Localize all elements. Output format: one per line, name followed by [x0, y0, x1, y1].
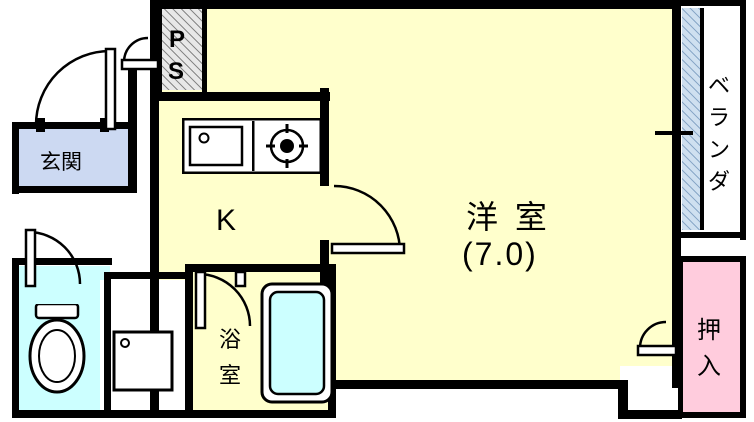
label-veranda-3: ン	[708, 137, 731, 162]
label-veranda-2: ラ	[708, 105, 731, 130]
label-veranda-4: ダ	[708, 169, 731, 194]
entrance-door-swing	[34, 47, 117, 131]
room-fill-main-notch	[620, 366, 682, 388]
label-ps-s: S	[168, 58, 185, 85]
label-bath-line1: 浴	[219, 327, 242, 352]
label-main-room: 洋 室	[466, 199, 551, 235]
room-fill-genkan	[18, 128, 133, 190]
label-veranda-1: ベ	[708, 73, 731, 98]
toilet-fixture	[28, 304, 86, 394]
veranda-glass-hatch	[682, 8, 704, 230]
label-genkan: 玄関	[40, 151, 82, 174]
veranda-rail-marker	[655, 131, 693, 135]
bath-door-swing	[194, 270, 252, 330]
label-bath-line2: 室	[219, 363, 242, 388]
ps-door-swing	[120, 36, 160, 71]
room-fill-ps	[160, 8, 206, 90]
label-ps-p: P	[169, 26, 186, 53]
room-fill-main	[325, 8, 680, 386]
label-kitchen: K	[216, 204, 237, 237]
closet-door-swing	[636, 320, 677, 357]
kitchen-living-door-swing	[330, 184, 406, 255]
label-closet-1: 押	[697, 317, 721, 344]
bathtub	[260, 282, 334, 404]
kitchen-sink-and-stove	[182, 118, 322, 174]
label-main-room-size: (7.0)	[462, 236, 538, 272]
washing-machine-pan	[112, 330, 174, 392]
toilet-door-swing	[24, 228, 82, 288]
room-fill-closet	[682, 262, 744, 416]
label-closet-2: 入	[697, 353, 721, 380]
